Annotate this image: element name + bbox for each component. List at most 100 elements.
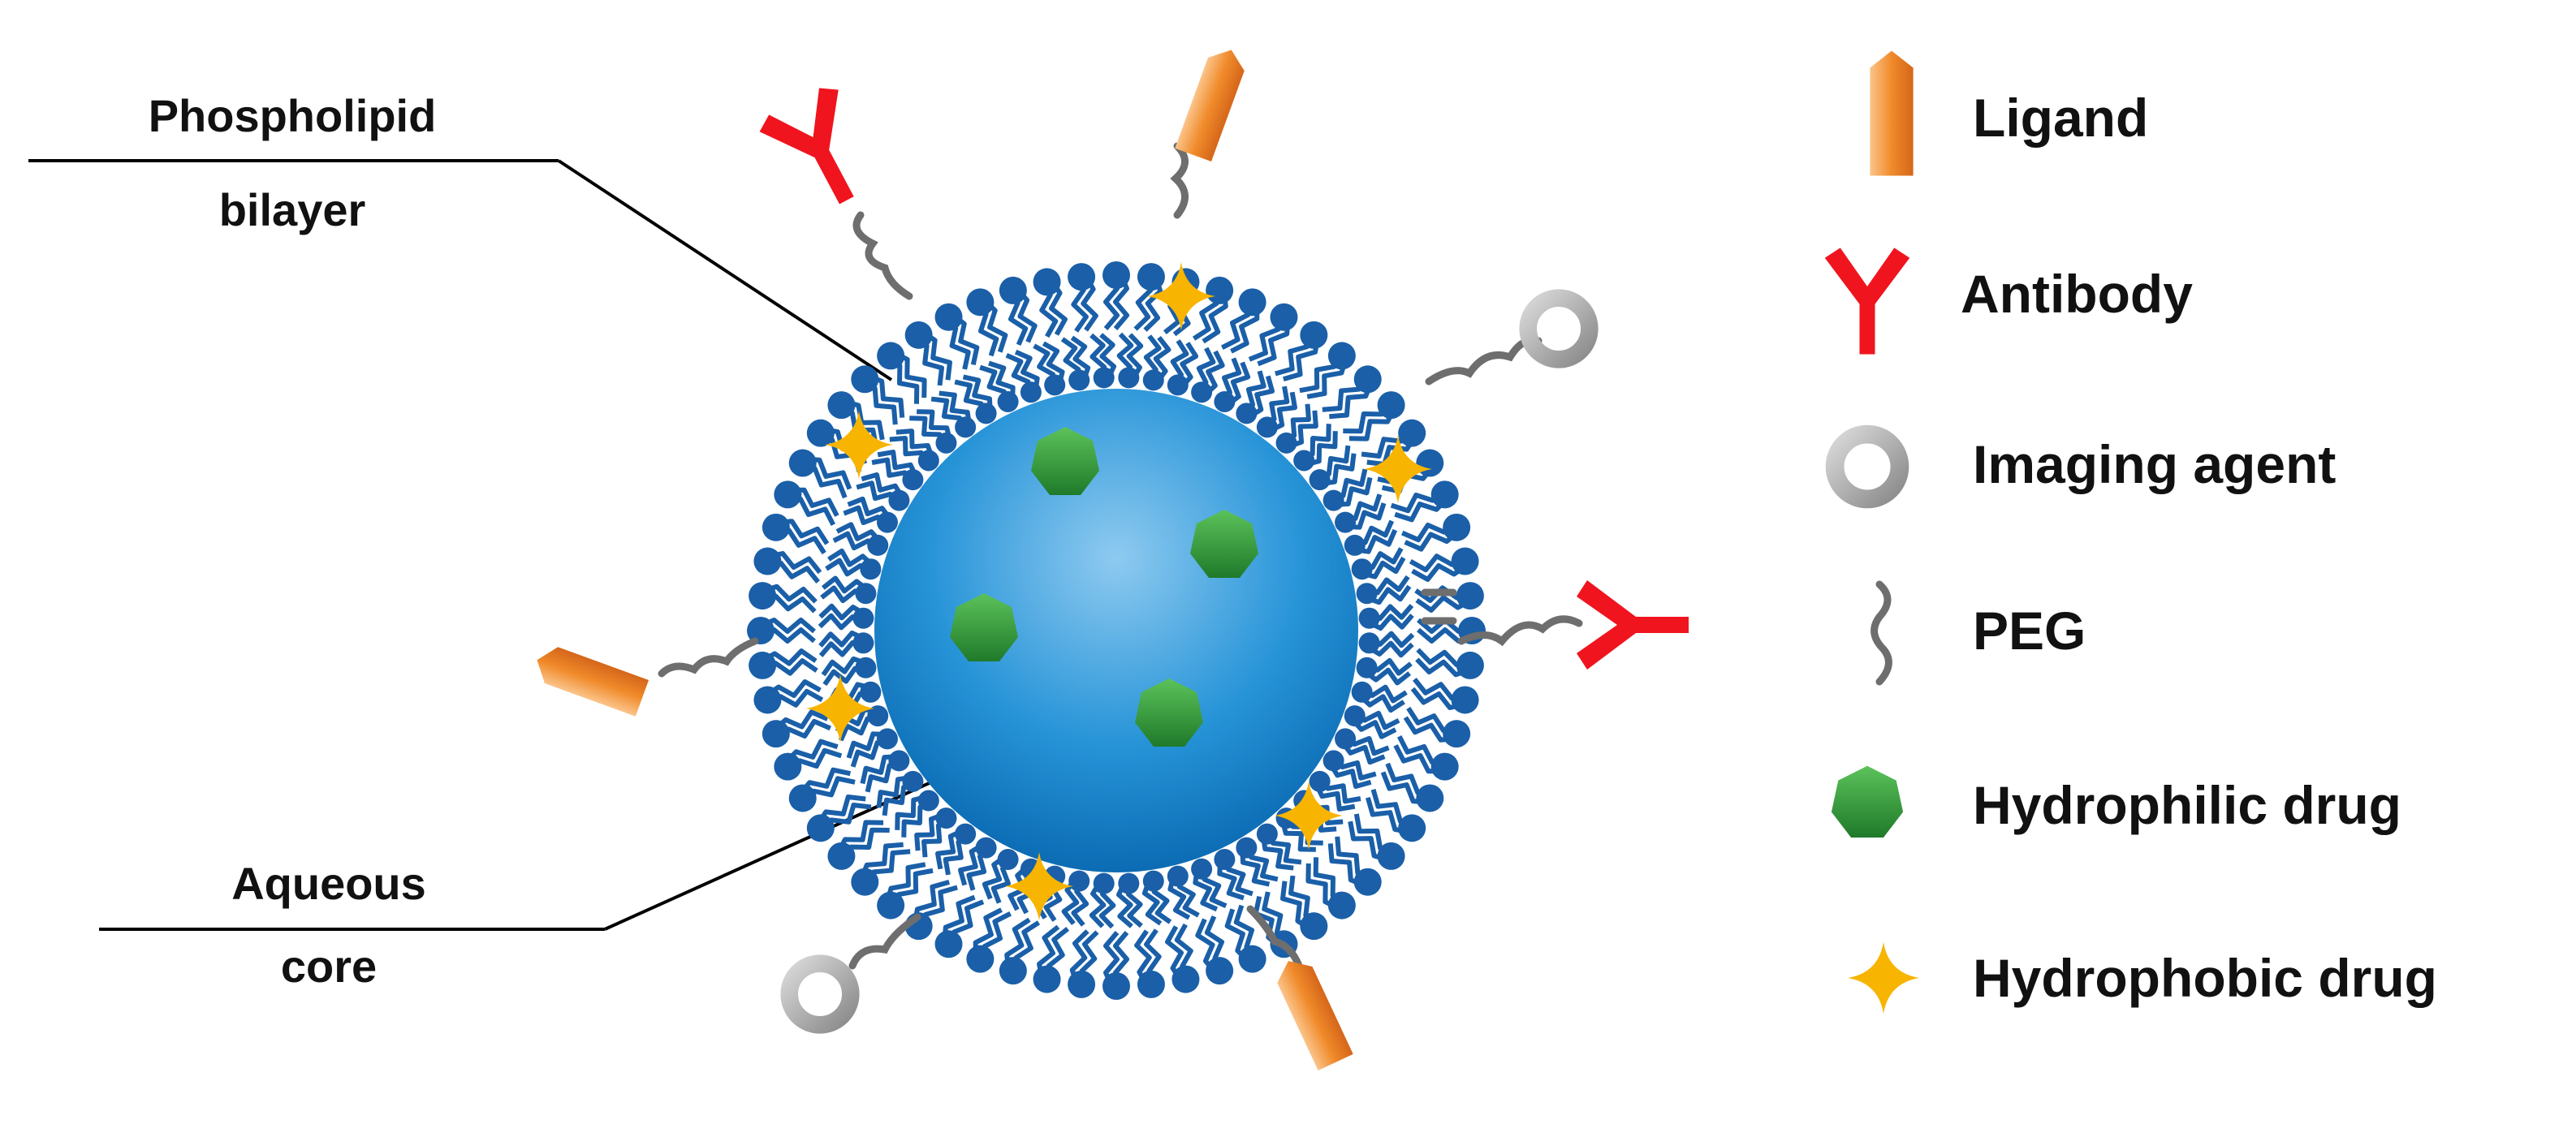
- lipid-inner-57: [1309, 445, 1357, 491]
- aqueous-core: [874, 389, 1358, 872]
- lipid-outer-1: [1415, 648, 1484, 679]
- lipid-outer-20: [966, 907, 1012, 973]
- lipid-inner-0: [1358, 631, 1415, 658]
- lipid-inner-45: [1033, 341, 1066, 396]
- peg-chain-marker-right: [1421, 588, 1457, 625]
- legend-label-hydrophobic-drug: Hydrophobic drug: [1973, 948, 2437, 1008]
- lipid-inner-48: [1116, 332, 1144, 389]
- lipid-outer-14: [1165, 923, 1200, 993]
- peg-icon: [1871, 580, 1892, 686]
- lipid-inner-30: [821, 656, 877, 687]
- lipid-outer-17: [1068, 929, 1099, 998]
- imaging-agent-icon: [1835, 434, 1900, 499]
- lipid-inner-2: [1351, 681, 1408, 713]
- lipid-inner-56: [1293, 424, 1338, 472]
- legend-label-ligand: Ligand: [1973, 88, 2148, 148]
- lipid-outer-21: [934, 894, 985, 958]
- lipid-inner-27: [846, 728, 898, 768]
- lipid-outer-33: [749, 582, 818, 614]
- lipid-outer-2: [1410, 677, 1479, 714]
- lipid-inner-42: [954, 374, 997, 424]
- antibody-right: [1577, 580, 1689, 670]
- lipid-inner-13: [1167, 865, 1200, 920]
- lipid-outer-18: [1033, 924, 1070, 993]
- lipid-outer-10: [1280, 875, 1328, 941]
- lipid-outer-9: [1305, 857, 1356, 920]
- ligand-left: [530, 641, 649, 717]
- lipid-inner-1: [1356, 657, 1413, 686]
- lipid-outer-8: [1327, 836, 1382, 896]
- lipid-inner-58: [1323, 468, 1373, 511]
- peg-chain-ligand-bottom: [1246, 905, 1303, 970]
- antibody-icon: [1824, 248, 1910, 355]
- lipid-inner-51: [1191, 347, 1225, 403]
- lipid-inner-61: [1351, 547, 1406, 580]
- lipid-outer-36: [774, 480, 839, 527]
- lipid-inner-21: [958, 837, 997, 891]
- ligand-bottom: [1271, 953, 1353, 1070]
- legend: Ligand Antibody Imaging agent PEG Hydrop…: [1824, 50, 2437, 1014]
- lipid-inner-35: [832, 522, 889, 556]
- lipid-inner-33: [820, 575, 877, 605]
- lipid-inner-25: [876, 770, 924, 816]
- antibody-top: [754, 80, 887, 222]
- lipid-inner-32: [818, 603, 874, 631]
- lipid-outer-57: [1343, 391, 1405, 441]
- lipid-inner-60: [1344, 519, 1398, 556]
- lipid-inner-4: [1335, 728, 1390, 765]
- lipid-outer-31: [749, 648, 818, 679]
- lipid-inner-54: [1256, 385, 1297, 438]
- peg-chain-antibody-top: [852, 211, 913, 300]
- lipid-outer-46: [1033, 268, 1068, 338]
- legend-label-antibody: Antibody: [1961, 264, 2193, 324]
- lipid-outer-51: [1192, 276, 1234, 344]
- lipid-inner-14: [1141, 870, 1172, 926]
- lipid-inner-53: [1236, 370, 1275, 424]
- legend-label-peg: PEG: [1973, 601, 2086, 661]
- peg-chain-imaging-bottom: [848, 913, 921, 970]
- lipid-inner-43: [979, 360, 1019, 412]
- lipid-inner-49: [1142, 334, 1171, 391]
- lipid-inner-39: [889, 429, 939, 472]
- lipid-outer-49: [1133, 263, 1165, 332]
- lipid-outer-24: [851, 842, 911, 896]
- lipid-inner-16: [1089, 872, 1116, 929]
- lipid-inner-46: [1060, 335, 1091, 391]
- lipid-inner-41: [930, 390, 977, 438]
- lipid-outer-4: [1393, 734, 1459, 781]
- lipid-outer-48: [1102, 261, 1130, 330]
- lipid-outer-34: [753, 547, 822, 584]
- lipid-inner-22: [935, 823, 977, 876]
- lipid-outer-62: [1409, 547, 1479, 582]
- lipid-outer-55: [1299, 342, 1356, 399]
- peg-chain-ligand-top: [1170, 142, 1189, 219]
- lipid-outer-60: [1390, 480, 1459, 523]
- lipid-inner-31: [818, 630, 874, 657]
- lipid-inner-50: [1167, 339, 1199, 396]
- hydrophobic-drug-membrane-2: [825, 411, 893, 479]
- phospholipid-label-line2: bilayer: [219, 184, 366, 235]
- lipid-outer-13: [1195, 915, 1234, 985]
- lipid-inner-24: [895, 790, 939, 838]
- lipid-outer-45: [999, 276, 1038, 346]
- lipid-inner-20: [982, 849, 1019, 904]
- lipid-outer-42: [904, 321, 952, 386]
- lipid-inner-52: [1214, 357, 1251, 412]
- lipid-outer-6: [1365, 789, 1426, 842]
- lipid-inner-15: [1115, 872, 1143, 928]
- lipid-inner-9: [1256, 823, 1302, 871]
- peg-chain-imaging-right: [1425, 336, 1543, 385]
- peg-chain-ligand-left: [658, 637, 759, 678]
- lipid-outer-41: [877, 342, 927, 404]
- imaging-agent-bottom: [789, 963, 851, 1025]
- lipid-outer-29: [762, 709, 831, 748]
- lipid-outer-16: [1102, 931, 1130, 1000]
- ligand-top: [1175, 43, 1250, 162]
- lipid-inner-63: [1358, 604, 1414, 631]
- lipid-outer-61: [1401, 513, 1471, 552]
- phospholipid-label-line1: Phospholipid: [149, 90, 437, 141]
- phospholipid-pointer-line: [28, 159, 893, 381]
- lipid-inner-23: [914, 808, 957, 858]
- lipid-outer-19: [999, 917, 1041, 985]
